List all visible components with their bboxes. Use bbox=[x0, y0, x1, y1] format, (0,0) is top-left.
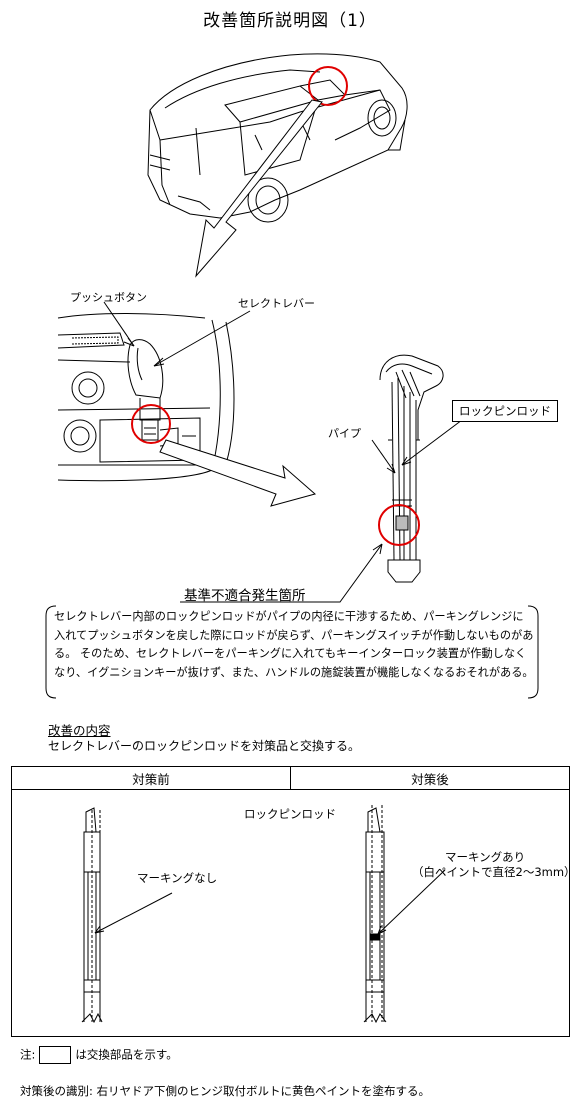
note-suffix: は交換部品を示す。 bbox=[75, 1047, 178, 1062]
improvement-text: セレクトレバーのロックピンロッドを対策品と交換する。 bbox=[48, 739, 361, 753]
defect-leader bbox=[180, 543, 383, 603]
description-callout: セレクトレバー内部のロックピンロッドがパイプの内径に干渉するため、パーキングレン… bbox=[45, 604, 542, 699]
arrow-lever-to-rod bbox=[159, 439, 317, 507]
identification-note: 対策後の識別: 右リヤドア下側のヒンジ取付ボルトに黄色ペイントを塗布する。 bbox=[20, 1084, 431, 1098]
improvement-heading: 改善の内容 bbox=[48, 723, 111, 738]
comparison-body bbox=[11, 789, 570, 1037]
page-title: 改善箇所説明図（1） bbox=[203, 11, 377, 31]
callout-bracket bbox=[45, 605, 539, 699]
pipe-label: パイプ bbox=[328, 427, 361, 440]
after-marking-detail: （白ペイントで直径2～3mm） bbox=[412, 865, 576, 879]
lock-pin-rod-label: ロックピンロッド bbox=[452, 400, 558, 422]
lever-cross-section bbox=[379, 354, 444, 583]
minivan-drawing bbox=[147, 53, 408, 223]
select-lever-leader bbox=[153, 310, 251, 367]
select-lever-label: セレクトレバー bbox=[238, 297, 315, 310]
push-button-label: プッシュボタン bbox=[70, 291, 147, 304]
highlight-circle-lever bbox=[131, 404, 171, 444]
comparison-table: 対策前 対策後 bbox=[11, 766, 570, 1037]
after-header: 対策後 bbox=[290, 766, 570, 790]
note: 注: は交換部品を示す。 bbox=[20, 1046, 178, 1064]
arrow-vehicle-to-console bbox=[195, 99, 323, 278]
before-marking-label: マーキングなし bbox=[137, 871, 218, 885]
rod-label: ロックピンロッド bbox=[244, 807, 336, 821]
console-drawing bbox=[57, 313, 235, 482]
note-prefix: 注: bbox=[20, 1047, 36, 1062]
before-header: 対策前 bbox=[11, 766, 291, 790]
replacement-part-key-box bbox=[39, 1046, 72, 1064]
highlight-circle-rod bbox=[378, 504, 420, 546]
highlight-circle-vehicle bbox=[308, 66, 348, 106]
after-marking-label: マーキングあり bbox=[445, 850, 526, 864]
lock-pin-rod-leader bbox=[401, 413, 471, 466]
description-text: セレクトレバー内部のロックピンロッドがパイプの内径に干渉するため、パーキングレン… bbox=[54, 610, 534, 679]
pipe-leader bbox=[371, 439, 396, 474]
defect-location-label: 基準不適合発生箇所 bbox=[184, 588, 306, 604]
